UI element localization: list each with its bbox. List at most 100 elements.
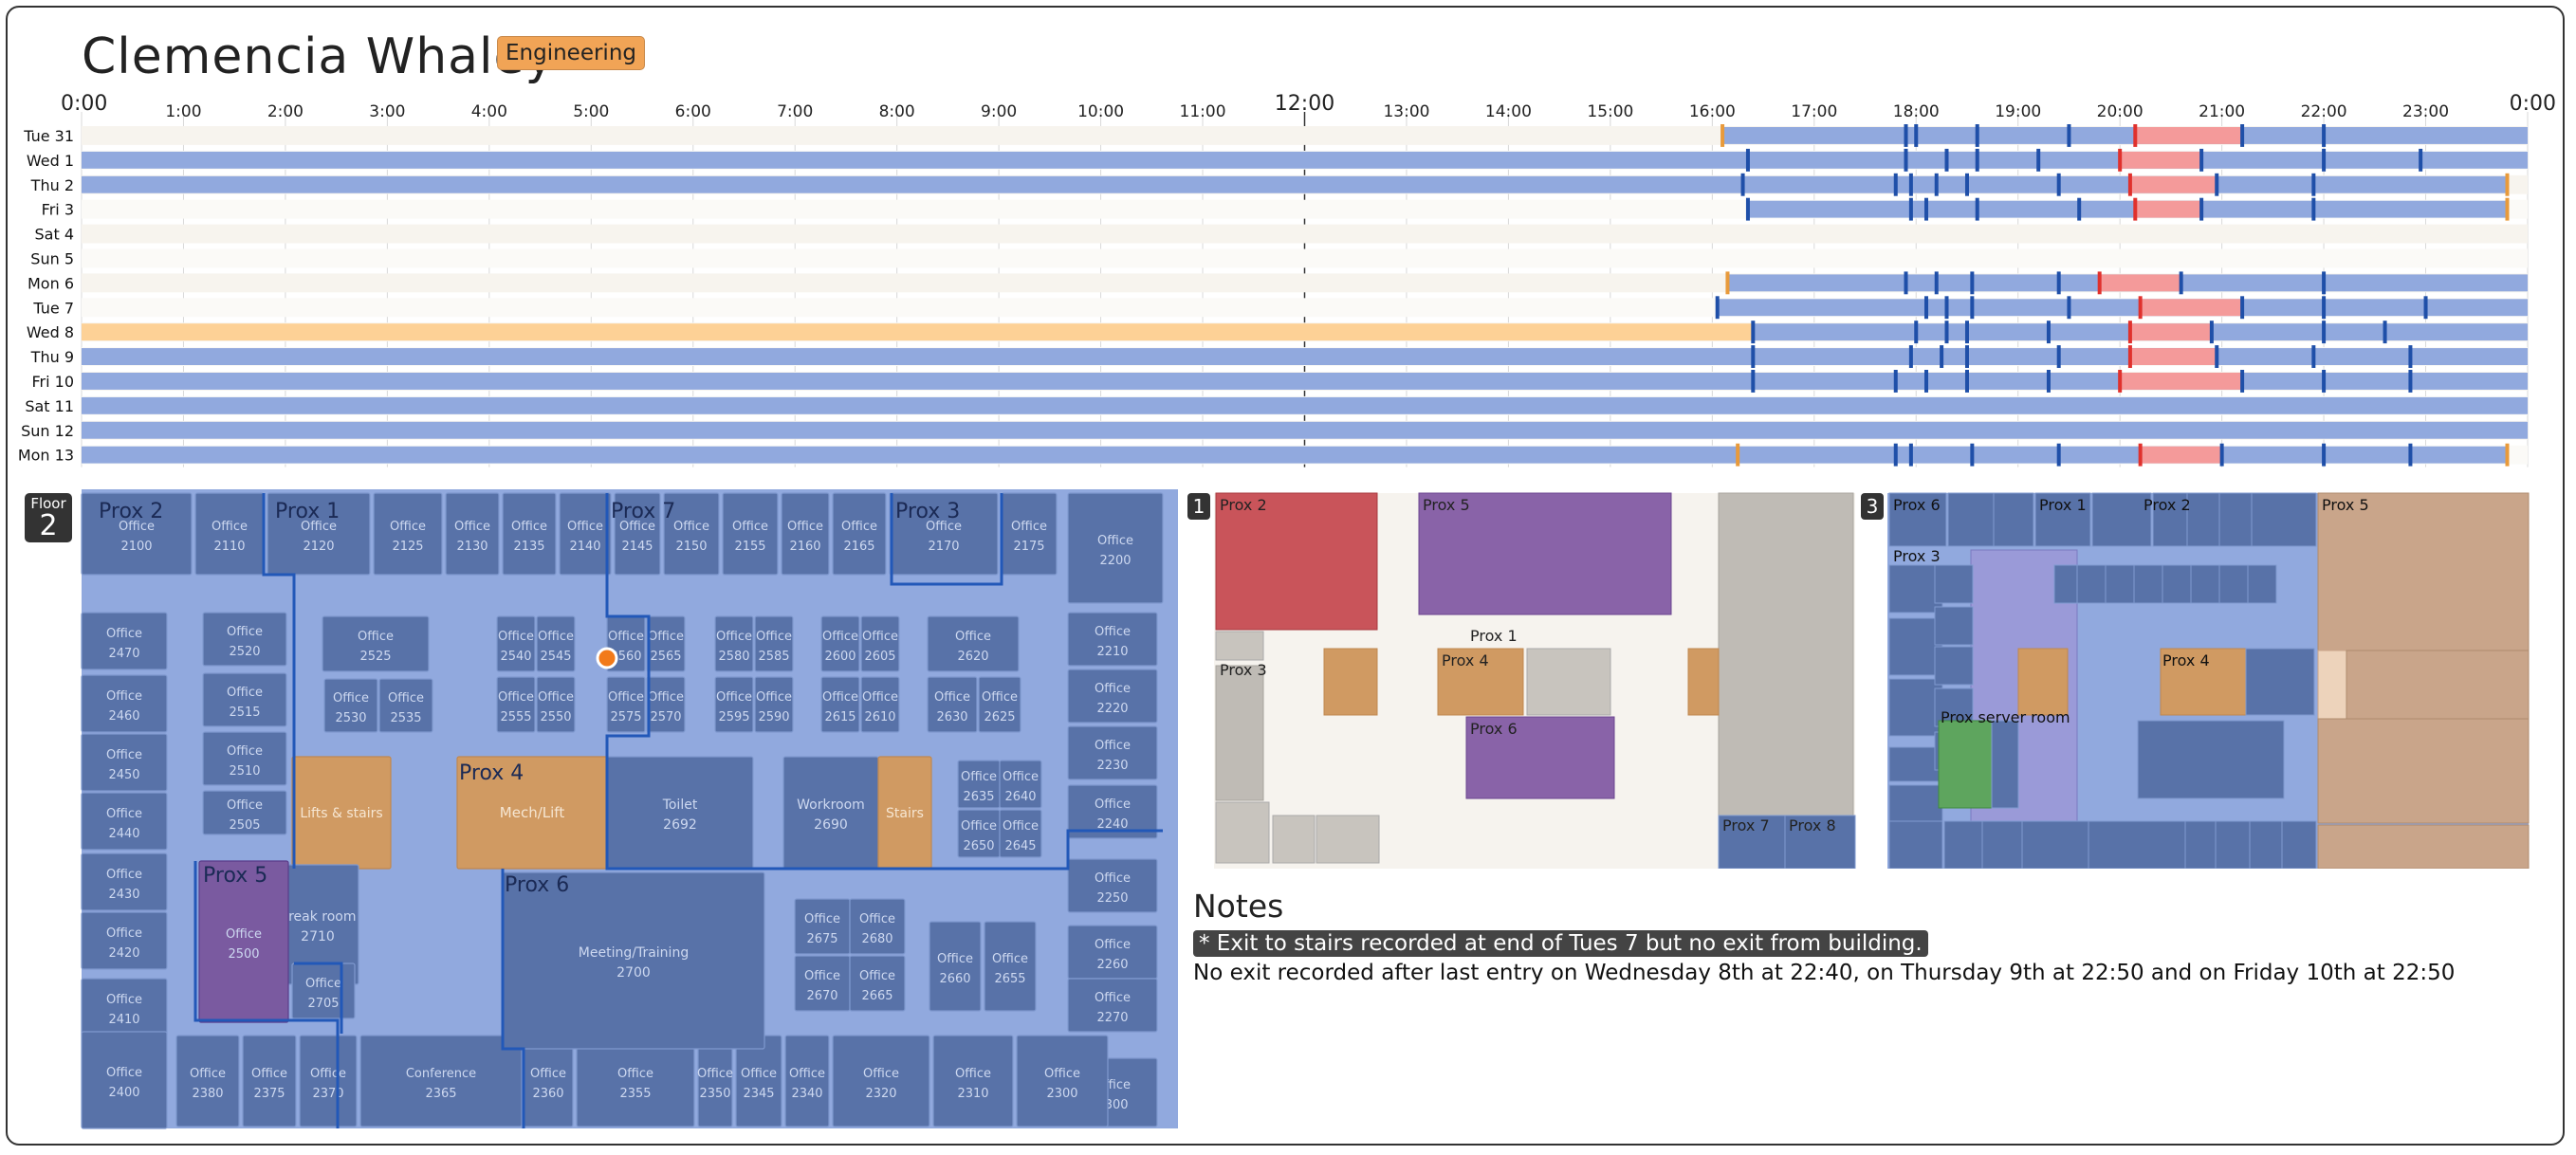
office-room[interactable] [832,492,887,576]
office-room[interactable] [81,733,168,792]
exit-room[interactable] [1215,492,1378,631]
lifts-stairs-room[interactable] [1323,648,1378,716]
future-expansion-room[interactable] [2317,492,2530,651]
office-room[interactable] [2218,492,2253,547]
office-room[interactable] [2215,820,2251,869]
office-room[interactable] [1016,1035,1109,1128]
office-room[interactable] [175,1035,240,1128]
office-room[interactable] [754,615,794,672]
prox-7-room[interactable] [1718,815,1786,869]
office-room[interactable] [2218,564,2249,604]
future-expansion-room[interactable] [2317,824,2530,869]
office-room[interactable] [820,615,860,672]
office-room[interactable] [646,676,686,733]
office-room[interactable] [194,492,265,576]
office-room[interactable] [322,615,430,672]
office-room[interactable] [1934,606,1974,646]
office-room[interactable] [849,955,906,1012]
meeting-training-room[interactable] [502,871,765,1050]
office-room[interactable] [927,676,978,733]
office-room[interactable] [378,678,433,733]
loading-room[interactable] [1215,665,1264,801]
office-room[interactable] [1067,784,1158,839]
office-room[interactable] [2076,564,2107,604]
office-room[interactable] [81,674,168,733]
office-room[interactable] [1067,725,1158,780]
toilet-room[interactable] [1526,648,1611,716]
office-room[interactable] [2105,564,2135,604]
office-room[interactable] [1993,492,2034,547]
office-room[interactable] [820,676,860,733]
office-room[interactable] [646,615,686,672]
office-room[interactable] [2251,492,2317,547]
office-room[interactable] [2249,820,2283,869]
office-room[interactable] [754,676,794,733]
workroom-room[interactable] [782,756,879,870]
tel-room[interactable] [2317,650,2347,720]
office-room[interactable] [1888,492,1947,547]
office-room[interactable] [1888,617,1943,676]
office-room[interactable] [1981,820,2023,869]
office-room[interactable] [1947,492,1995,547]
office-room[interactable] [2190,564,2220,604]
office-room[interactable] [1067,858,1158,913]
location-marker[interactable] [596,647,618,669]
office-room[interactable] [1272,815,1316,864]
office-room[interactable] [1067,669,1158,724]
future-expansion-room[interactable] [2346,650,2530,720]
office-room[interactable] [781,492,830,576]
office-room[interactable] [2186,492,2220,547]
office-room[interactable] [202,731,287,786]
server-room[interactable] [1938,720,1993,809]
office-room[interactable] [606,676,646,733]
office-room[interactable] [1934,646,1974,686]
office-room[interactable] [714,676,754,733]
office-room[interactable] [559,492,612,576]
floor-2-plan[interactable]: Office2100Office2110Office2120Office2125… [19,489,1195,1134]
warehouse-room[interactable] [1718,492,1854,816]
office-room[interactable] [999,809,1042,858]
office-room[interactable] [242,1035,297,1128]
office-room[interactable] [81,852,168,911]
office-room[interactable] [2281,820,2317,869]
office-room[interactable] [202,790,287,835]
server-room[interactable] [1316,815,1380,864]
office-room[interactable] [496,615,536,672]
office-room[interactable] [860,676,900,733]
office-room[interactable] [927,615,1020,672]
floor-3-badge[interactable]: 3 [1861,493,1884,520]
office-room[interactable] [81,1031,168,1129]
office-room[interactable] [714,615,754,672]
conference-room[interactable] [2137,720,2285,799]
office-room[interactable] [373,492,443,576]
office-room[interactable] [81,792,168,851]
office-room[interactable] [202,612,287,667]
office-room[interactable] [267,492,371,576]
office-room[interactable] [860,615,900,672]
office-room[interactable] [81,612,168,670]
office-room[interactable] [1067,978,1158,1033]
mech-lift-room[interactable] [2160,648,2247,716]
large-meeting-room[interactable] [1418,492,1672,615]
office-room[interactable] [1215,801,1270,864]
office-room[interactable] [81,978,168,1036]
office-room[interactable] [932,1035,1014,1128]
office-room[interactable] [784,1035,830,1128]
office-room[interactable] [536,676,576,733]
office-room[interactable] [2021,820,2089,869]
office-room[interactable] [984,921,1037,1012]
toilet-room[interactable] [606,756,754,870]
office-room[interactable] [445,492,500,576]
office-room[interactable] [536,615,576,672]
office-room[interactable] [2053,564,2078,604]
office-room[interactable] [722,492,779,576]
office-room[interactable] [1991,720,2019,809]
office-room[interactable] [202,672,287,727]
office-room[interactable] [496,676,536,733]
office-room[interactable] [849,898,906,955]
office-room[interactable] [1934,688,1974,727]
mech-lift-room[interactable] [1437,648,1524,716]
office-room[interactable] [929,921,982,1012]
